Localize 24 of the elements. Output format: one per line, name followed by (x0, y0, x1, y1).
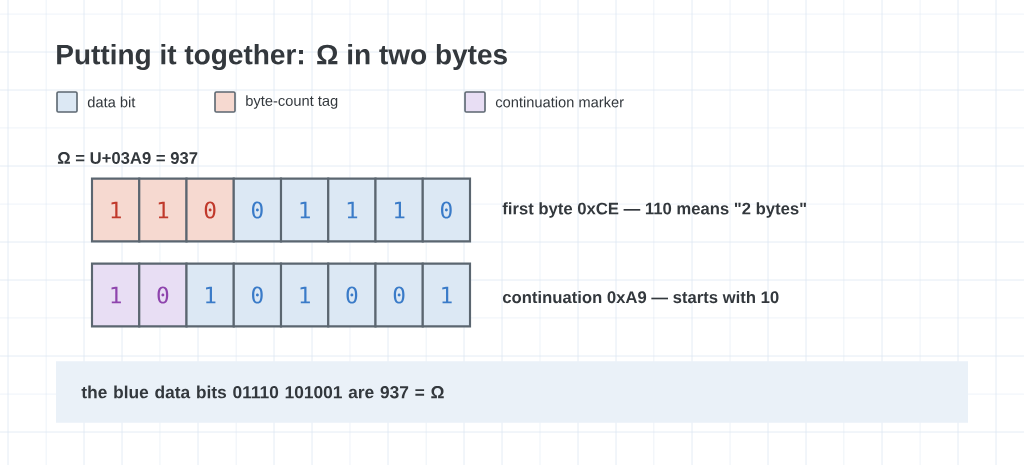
bit-cell: 0 (232, 262, 283, 328)
bit-cell: 1 (279, 262, 330, 328)
formula-label: Ω = U+03A9 = 937 (57, 152, 198, 164)
bit-cell: 1 (138, 177, 188, 243)
bit-cell: 1 (374, 177, 424, 243)
bit-cell: 0 (232, 177, 283, 243)
bit-cell: 1 (279, 177, 330, 243)
bit-cell: 0 (138, 262, 188, 328)
bit-cell: 1 (90, 262, 141, 328)
bit-cell: 0 (327, 262, 377, 328)
legend-label: continuation marker (495, 96, 624, 108)
bit-cell: 0 (421, 177, 472, 243)
bit-cell: 1 (421, 262, 472, 328)
bit-cell: 1 (327, 177, 377, 243)
byte-description: first byte 0xCE — 110 means "2 bytes" (502, 202, 806, 218)
summary-panel: the blue data bits 01110 101001 are 937 = Ω (56, 361, 968, 423)
title: Putting it together: Ω in two bytes (57, 43, 507, 71)
bit-cell: 0 (374, 262, 424, 328)
byte-description: continuation 0xA9 — starts with 10 (502, 290, 779, 304)
bit-cell: 1 (90, 177, 141, 243)
legend-label: data bit (87, 96, 136, 108)
bit-cell: 0 (185, 177, 235, 243)
legend-label: byte-count tag (246, 95, 338, 109)
bit-cell: 1 (185, 262, 235, 328)
